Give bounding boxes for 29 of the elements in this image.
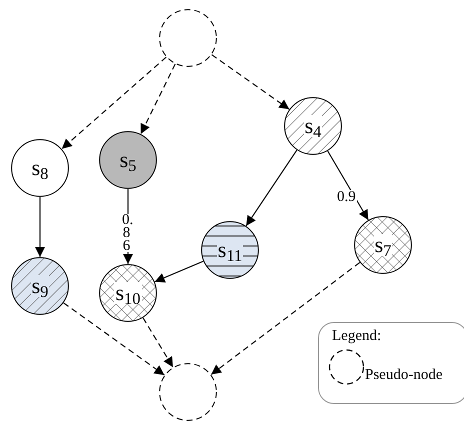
arrow [61, 56, 167, 150]
legend-title: Legend: [332, 329, 382, 344]
pseudo-node-circle [159, 9, 217, 67]
arrow [142, 318, 174, 368]
node-label: s$_{10}$ [114, 282, 142, 304]
state-circle [354, 216, 412, 274]
state-circle [99, 264, 157, 322]
node-label: s$_{9}$ [30, 275, 50, 297]
node-label: s$_{8}$ [30, 157, 50, 179]
edge-label: 0.9 [336, 190, 357, 205]
edge-label: 0.86 [122, 214, 131, 252]
node-label: s$_{5}$ [118, 149, 138, 171]
arrow [327, 150, 369, 220]
state-circle [11, 257, 69, 315]
state-circle [11, 139, 69, 197]
arrow [35, 197, 45, 257]
arrow [246, 150, 298, 226]
arrow [63, 302, 165, 376]
legend-text: Pseudo-node [365, 368, 442, 383]
pseudo-node-circle [159, 363, 217, 421]
arrow [154, 260, 204, 282]
state-circle [99, 131, 157, 189]
state-circle [201, 221, 259, 279]
arrow [210, 262, 360, 375]
node-label: s$_{7}$ [374, 234, 392, 256]
arrow [140, 64, 176, 134]
node-label: s$_{4}$ [304, 115, 322, 137]
arrow [211, 54, 290, 110]
state-circle [284, 97, 342, 155]
